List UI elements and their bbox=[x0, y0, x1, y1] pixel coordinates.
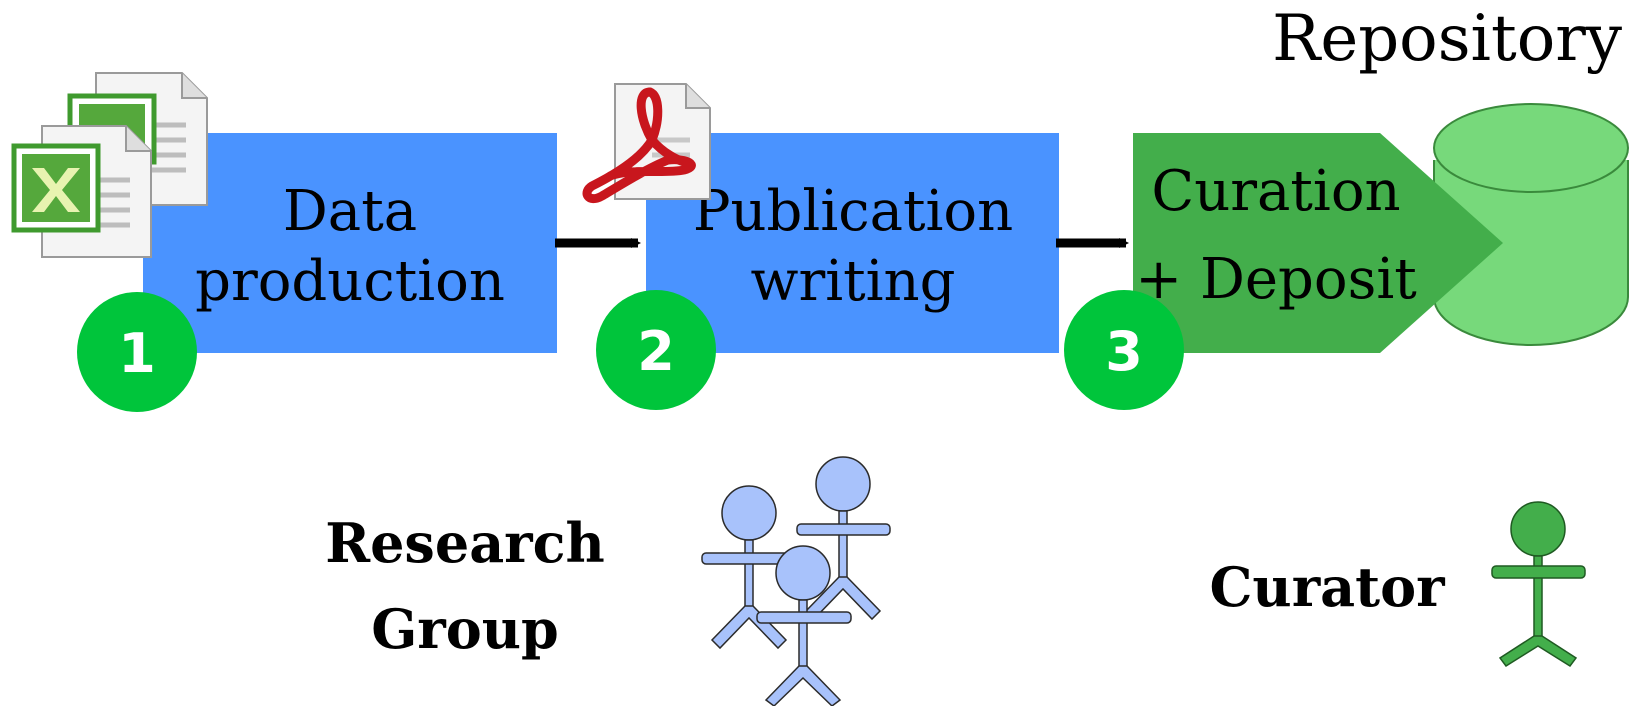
research-group-label-line-2: Group bbox=[371, 597, 559, 661]
stick-figure-icon bbox=[1491, 501, 1586, 668]
step-3-badge: 3 bbox=[1064, 290, 1184, 410]
step-1-label-line-1: Data bbox=[283, 179, 417, 244]
step-2-label-line-1: Publication bbox=[693, 179, 1013, 244]
database-cylinder-icon bbox=[1433, 103, 1629, 346]
step-1-data-production: Data production bbox=[143, 133, 557, 353]
step-1-number: 1 bbox=[118, 322, 156, 385]
step-2-badge: 2 bbox=[596, 290, 716, 410]
step-3-label-line-1: Curation bbox=[1151, 159, 1400, 224]
pdf-file-icon bbox=[582, 83, 711, 204]
step-3-box bbox=[1133, 133, 1503, 353]
curator-label: Curator bbox=[1209, 555, 1445, 619]
stick-figures-group-icon bbox=[701, 456, 891, 706]
spreadsheet-file-icon bbox=[11, 72, 208, 258]
repository-label: Repository bbox=[1272, 2, 1622, 76]
step-2-number: 2 bbox=[637, 320, 675, 383]
step-2-publication-writing: Publication writing bbox=[646, 133, 1059, 353]
step-3-number: 3 bbox=[1105, 320, 1143, 383]
stick-figure-icon bbox=[756, 545, 852, 706]
step-2-box bbox=[646, 133, 1059, 353]
step-3-curation-deposit: Curation + Deposit bbox=[1133, 133, 1503, 353]
step-1-badge: 1 bbox=[77, 292, 197, 412]
step-1-label-line-2: production bbox=[195, 249, 505, 314]
step-1-box bbox=[143, 133, 557, 353]
stick-figure-icon bbox=[701, 485, 797, 650]
step-3-label-line-2: + Deposit bbox=[1135, 247, 1417, 312]
step-2-label-line-2: writing bbox=[751, 249, 956, 314]
research-group-label-line-1: Research bbox=[325, 511, 605, 575]
